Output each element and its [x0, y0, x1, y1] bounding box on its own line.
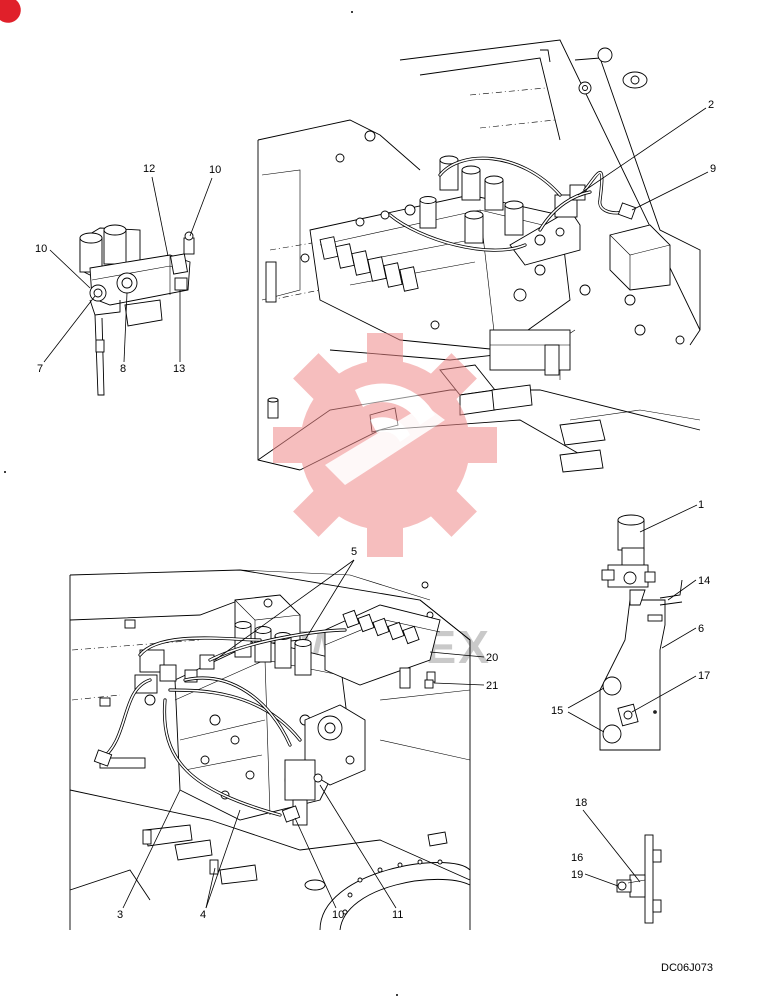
- callout-3: 3: [117, 909, 123, 921]
- callout-17: 17: [698, 670, 710, 682]
- callout-10a: 10: [209, 164, 221, 176]
- solenoid-cluster-left: [134, 649, 215, 706]
- solenoid-bank-bottom: [324, 604, 441, 689]
- callout-14: 14: [698, 575, 710, 587]
- callout-15: 15: [551, 705, 563, 717]
- callout-8: 8: [120, 363, 126, 375]
- callout-10c: 10: [332, 909, 344, 921]
- watermark-gear-icon: [273, 333, 497, 557]
- callout-19: 19: [571, 869, 583, 881]
- solenoid-valve-detail: 12 10 10 7 8 13: [35, 163, 221, 396]
- hoses-top: [388, 156, 627, 252]
- frame-bolts: [300, 47, 685, 345]
- callout-16: 16: [571, 852, 583, 864]
- callout-11: 11: [392, 909, 403, 921]
- callout-1: 1: [698, 499, 704, 511]
- control-valve-bottom: [174, 621, 366, 826]
- pressure-switch-detail: [616, 834, 662, 924]
- spool-row-top: [319, 236, 419, 292]
- top-assembly-view: [257, 39, 701, 473]
- bottom-assembly-view: [69, 569, 471, 931]
- corner-badge-icon: [0, 0, 21, 23]
- callout-20: 20: [486, 652, 498, 664]
- callout-2: 2: [708, 99, 714, 111]
- callout-21: 21: [486, 680, 498, 692]
- callout-18: 18: [575, 797, 587, 809]
- callout-12: 12: [143, 163, 155, 175]
- callout-10b: 10: [35, 243, 47, 255]
- drawing-code: DC06J073: [661, 962, 713, 974]
- callout-7: 7: [37, 363, 43, 375]
- bracket-detail: [599, 514, 683, 751]
- callout-9: 9: [710, 163, 716, 175]
- callout-6: 6: [698, 623, 704, 635]
- callout-5: 5: [351, 546, 357, 558]
- control-valve-top: [309, 155, 571, 376]
- callout-13: 13: [173, 363, 185, 375]
- solenoid-cylinders-top: [419, 155, 524, 244]
- hoses-bottom: [98, 628, 347, 817]
- swing-bearing: [304, 859, 471, 931]
- callout-4: 4: [200, 909, 206, 921]
